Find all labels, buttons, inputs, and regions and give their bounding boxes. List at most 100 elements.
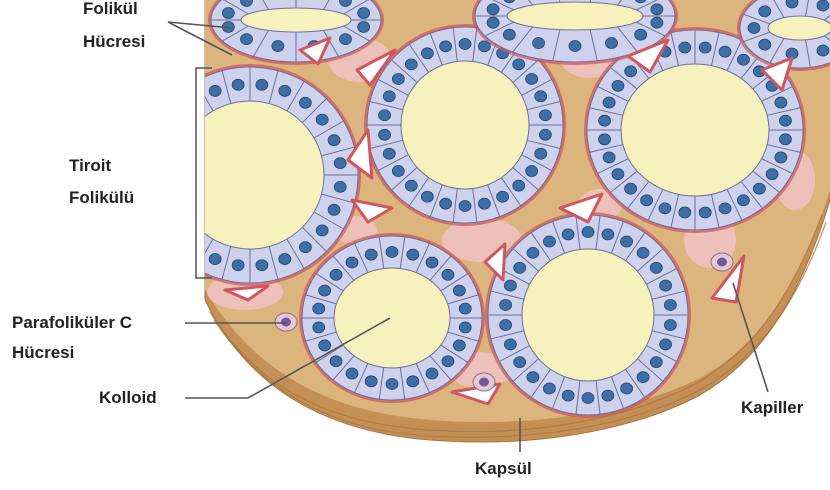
follicle-cell-nucleus xyxy=(650,262,662,273)
parafollicular-c-cell-label-line-1: Parafoliküler C xyxy=(12,312,132,334)
follicle-cell-nucleus xyxy=(533,38,545,49)
follicle-cell-nucleus xyxy=(664,320,676,331)
follicle-cell-nucleus xyxy=(582,393,594,404)
follicle-cell-nucleus xyxy=(316,114,328,125)
follicle-cell-nucleus xyxy=(651,4,663,15)
follicle-cell-nucleus xyxy=(453,285,465,296)
follicle-cell-nucleus xyxy=(535,91,547,102)
follicle-cell-nucleus xyxy=(779,134,791,145)
follicle-cell-nucleus xyxy=(514,357,526,368)
follicle-cell-nucleus xyxy=(487,17,499,28)
follicle-cell-nucleus xyxy=(526,73,538,84)
follicle-cell-label-line-2: Hücresi xyxy=(83,31,145,53)
follicle-cell-nucleus xyxy=(625,66,637,77)
follicle-cell-nucleus xyxy=(440,198,452,209)
follicle-cell-nucleus xyxy=(651,17,663,28)
follicle-cell-nucleus xyxy=(641,195,653,206)
follicle-cell-nucleus xyxy=(453,340,465,351)
follicle-cell-nucleus xyxy=(346,368,358,379)
follicle-cell-nucleus xyxy=(719,203,731,214)
follicle-cell-nucleus xyxy=(459,201,471,212)
follicle-cell-nucleus xyxy=(637,247,649,258)
follicle-cell-label-line-1: Folikül xyxy=(83,0,145,20)
follicle-cell-nucleus xyxy=(603,97,615,108)
follicle-cell-nucleus xyxy=(392,73,404,84)
cell-border xyxy=(174,99,198,123)
follicle-cell-nucleus xyxy=(316,225,328,236)
follicle-cell-nucleus xyxy=(358,21,370,32)
follicle-cell-nucleus xyxy=(334,158,346,169)
parafollicular-c-cell-label: Parafoliküler C Hücresi xyxy=(12,312,132,364)
follicle-cell-nucleus xyxy=(719,46,731,57)
follicle-cell-nucleus xyxy=(759,39,771,50)
colloid xyxy=(401,61,529,189)
follicle-cell-nucleus xyxy=(407,249,419,260)
follicle-cell-nucleus xyxy=(459,322,471,333)
follicle-cell-nucleus xyxy=(543,383,555,394)
follicle-cell-nucleus xyxy=(817,0,829,11)
follicle-cell-nucleus xyxy=(612,80,624,91)
cell-border xyxy=(156,121,185,138)
colloid xyxy=(507,2,643,30)
follicle-cell-nucleus xyxy=(313,322,325,333)
follicle-cell-nucleus xyxy=(440,41,452,52)
follicle-cell-nucleus xyxy=(172,114,184,125)
follicle-cell-nucleus xyxy=(383,148,395,159)
follicle-cell-nucleus xyxy=(160,135,172,146)
cell-border xyxy=(146,194,179,203)
follicle-cell-nucleus xyxy=(319,285,331,296)
follicle-cell-nucleus xyxy=(503,29,515,40)
follicle-cell-nucleus xyxy=(659,203,671,214)
follicle-cell-nucleus xyxy=(535,148,547,159)
follicle-cell-nucleus xyxy=(313,303,325,314)
follicle-cell-nucleus xyxy=(679,42,691,53)
follicle-cell-nucleus xyxy=(599,115,611,126)
follicle-cell-nucleus xyxy=(272,41,284,52)
follicle-cell-nucleus xyxy=(319,340,331,351)
follicle-cell-nucleus xyxy=(459,39,471,50)
capsule-label: Kapsül xyxy=(475,458,532,480)
follicle-cell-nucleus xyxy=(562,390,574,401)
follicle-cell-nucleus xyxy=(660,339,672,350)
parafollicular-c-cell-label-line-2: Hücresi xyxy=(12,342,132,364)
follicle-cell-label: Folikül Hücresi xyxy=(83,0,145,53)
follicle-cell-nucleus xyxy=(699,42,711,53)
c-cell-nucleus xyxy=(281,318,291,327)
follicle-cell-nucleus xyxy=(664,299,676,310)
follicle-cell-nucleus xyxy=(737,195,749,206)
cell-border xyxy=(156,212,185,229)
follicle-cell-nucleus xyxy=(539,110,551,121)
follicle-cell-nucleus xyxy=(339,34,351,45)
follicle-cell-nucleus xyxy=(172,225,184,236)
follicle-cell-nucleus xyxy=(478,198,490,209)
follicle-cell-nucleus xyxy=(330,269,342,280)
follicle-cell-nucleus xyxy=(605,38,617,49)
follicle-cell-nucleus xyxy=(328,204,340,215)
follicle-cell-nucleus xyxy=(189,242,201,253)
follicle-cell-nucleus xyxy=(160,204,172,215)
follicle-cell-nucleus xyxy=(599,134,611,145)
follicle-cell-nucleus xyxy=(779,115,791,126)
follicle-cell-nucleus xyxy=(635,29,647,40)
follicle-cell-nucleus xyxy=(526,166,538,177)
follicle-cell-nucleus xyxy=(527,247,539,258)
capillary-label: Kapiller xyxy=(741,397,803,419)
follicle-cell-nucleus xyxy=(637,372,649,383)
follicle-cell-nucleus xyxy=(569,41,581,52)
follicle-cell-nucleus xyxy=(232,79,244,90)
follicle-cell-nucleus xyxy=(365,249,377,260)
follicle-cell-nucleus xyxy=(154,158,166,169)
follicle-cell-nucleus xyxy=(582,227,594,238)
follicle-cell-nucleus xyxy=(539,129,551,140)
follicle-cell-nucleus xyxy=(379,129,391,140)
follicle-cell-nucleus xyxy=(459,303,471,314)
follicle-cell-nucleus xyxy=(299,242,311,253)
follicle-cell-nucleus xyxy=(421,48,433,59)
follicle-cell-nucleus xyxy=(513,59,525,70)
thyroid-follicle-label-line-2: Folikülü xyxy=(69,187,134,209)
follicle-cell-nucleus xyxy=(514,262,526,273)
cell-border xyxy=(146,147,179,156)
follicle-cell-nucleus xyxy=(527,372,539,383)
